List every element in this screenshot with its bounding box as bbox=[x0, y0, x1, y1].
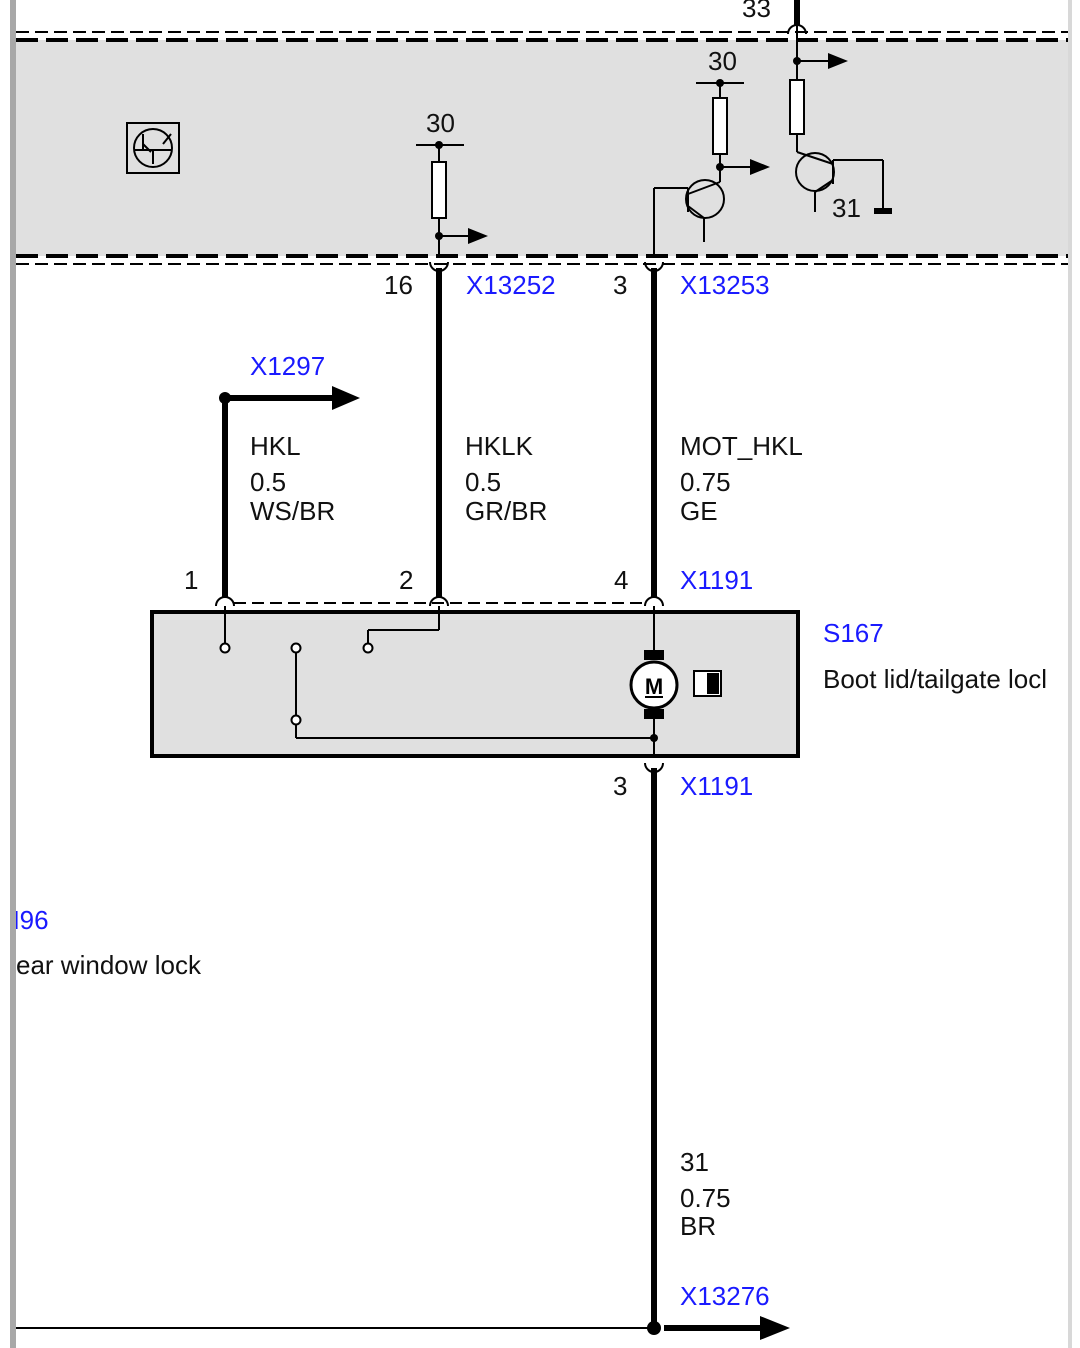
wire-mot-hkl-color: GE bbox=[680, 496, 718, 526]
wire-hklk-signal: HKLK bbox=[465, 431, 534, 461]
pin-3-x13253-label: 3 bbox=[613, 270, 627, 300]
wire-hklk-color: GR/BR bbox=[465, 496, 547, 526]
wire-hklk-size: 0.5 bbox=[465, 467, 501, 497]
component-s167-name: Boot lid/tailgate locl bbox=[823, 664, 1047, 694]
x1191-bottom-pin-3: 3 bbox=[613, 771, 627, 801]
right-page-border bbox=[1068, 0, 1072, 1348]
transistor-branch-ground bbox=[789, 0, 892, 214]
component-s167-code: S167 bbox=[823, 618, 884, 648]
control-unit-module bbox=[16, 31, 1068, 265]
connector-x1191-bottom-label: X1191 bbox=[680, 771, 753, 801]
motor-icon: M bbox=[629, 660, 679, 710]
wire-ground-size: 0.75 bbox=[680, 1183, 731, 1213]
socket-pin-2 bbox=[429, 596, 449, 607]
wire-hkl-size: 0.5 bbox=[250, 467, 286, 497]
connector-x13253-label: X13253 bbox=[680, 270, 770, 300]
ground-pin-31-internal: 31 bbox=[832, 193, 861, 223]
position-switch-icon bbox=[693, 670, 722, 697]
pin-16-label: 16 bbox=[384, 270, 413, 300]
wire-ground-signal: 31 bbox=[680, 1147, 709, 1177]
wire-hkl-color: WS/BR bbox=[250, 496, 335, 526]
x1191-pin-2: 2 bbox=[399, 565, 413, 595]
transistor-branch-mot bbox=[653, 79, 770, 256]
socket-pin-4 bbox=[644, 596, 664, 607]
top-pin-33: 33 bbox=[742, 0, 771, 23]
left-page-border bbox=[10, 0, 16, 1348]
transistor-symbol-icon bbox=[126, 122, 180, 174]
connector-x1191-top-label: X1191 bbox=[680, 565, 753, 595]
wire-mot-hkl-size: 0.75 bbox=[680, 467, 731, 497]
wire-hkl bbox=[219, 386, 360, 598]
socket-pin-1 bbox=[215, 596, 235, 607]
connector-socket-top bbox=[787, 24, 807, 35]
x1191-pin-1: 1 bbox=[184, 565, 198, 595]
s167-component bbox=[150, 606, 800, 758]
wire-hkl-signal: HKL bbox=[250, 431, 301, 461]
component-m96-name: ear window lock bbox=[16, 950, 202, 980]
connector-x13252-label: X13252 bbox=[466, 270, 556, 300]
component-m96-code: M96 bbox=[0, 905, 49, 935]
wire-mot-hkl-signal: MOT_HKL bbox=[680, 431, 803, 461]
wire-ground-color: BR bbox=[680, 1211, 716, 1241]
motor-symbol: M bbox=[645, 674, 663, 699]
supply-pin-30-left: 30 bbox=[426, 108, 455, 138]
x1191-pin-4: 4 bbox=[614, 565, 628, 595]
connector-x1297-label: X1297 bbox=[250, 351, 325, 381]
ground-junction bbox=[16, 1316, 790, 1340]
supply-pin-30-mid: 30 bbox=[708, 46, 737, 76]
connector-x13276-label: X13276 bbox=[680, 1281, 770, 1311]
supply-branch-hklk bbox=[416, 141, 488, 256]
